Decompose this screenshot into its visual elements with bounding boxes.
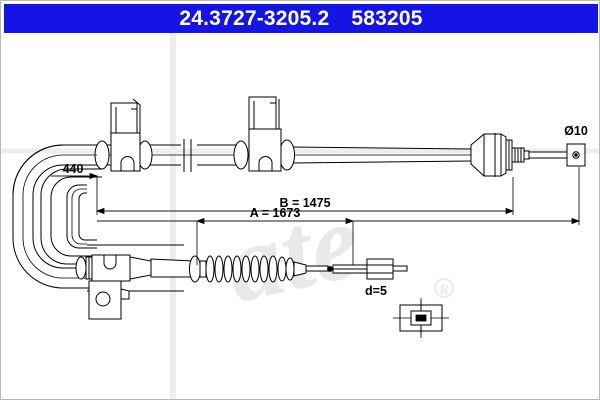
ate-watermark: ate R	[215, 181, 454, 327]
coil-turns	[205, 255, 295, 283]
cable-left-loop	[12, 144, 102, 289]
dimension-b: B = 1475	[95, 177, 515, 215]
dimension-d5: d=5	[365, 284, 387, 298]
cable-end-eyelet	[511, 143, 586, 167]
dimension-d5-label: d=5	[365, 284, 387, 298]
spring-bellows	[199, 255, 307, 283]
rubber-boot	[470, 133, 513, 177]
lower-mount-bracket	[75, 254, 201, 320]
dimension-overall-right	[97, 167, 581, 225]
part-number: 24.3727-3205.2	[179, 6, 330, 30]
svg-text:R: R	[438, 283, 448, 298]
title-bar: 24.3727-3205.2 583205	[4, 4, 598, 33]
dimension-b-label: B = 1475	[279, 196, 330, 210]
sheath-rings	[183, 139, 192, 172]
clamp-detail-view	[393, 298, 449, 338]
technical-drawing: ate R	[1, 33, 599, 399]
upper-clip-bracket-2	[233, 96, 295, 172]
dimension-440-label: 440	[63, 162, 84, 176]
svg-text:ate: ate	[215, 181, 370, 327]
dimension-440: 440	[51, 162, 99, 180]
dimension-dia10: Ø10	[564, 124, 588, 138]
upper-clip-bracket-1	[94, 98, 153, 172]
reference-number: 583205	[351, 6, 423, 30]
dimension-a-label: A = 1673	[250, 206, 301, 220]
dimension-dia10-label: Ø10	[564, 124, 588, 138]
adjuster-rod	[305, 258, 408, 280]
